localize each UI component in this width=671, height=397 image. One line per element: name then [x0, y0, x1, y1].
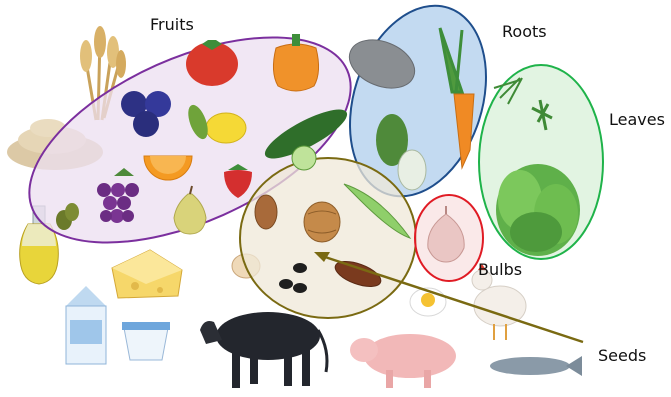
walnut-icon	[304, 202, 340, 242]
leaves-label: Leaves	[609, 112, 665, 128]
cow-icon	[200, 312, 327, 388]
almond-icon	[255, 195, 277, 229]
fish-icon	[490, 356, 582, 376]
seeds-label: Seeds	[598, 348, 646, 364]
lettuce-icon	[496, 164, 580, 256]
yogurt-icon	[122, 322, 170, 360]
milk-carton-icon	[66, 286, 106, 364]
pig-icon	[350, 334, 456, 388]
fruits-label: Fruits	[150, 17, 194, 33]
cheese-icon	[112, 250, 182, 298]
bulbs-label: Bulbs	[478, 262, 522, 278]
roots-label: Roots	[502, 24, 547, 40]
